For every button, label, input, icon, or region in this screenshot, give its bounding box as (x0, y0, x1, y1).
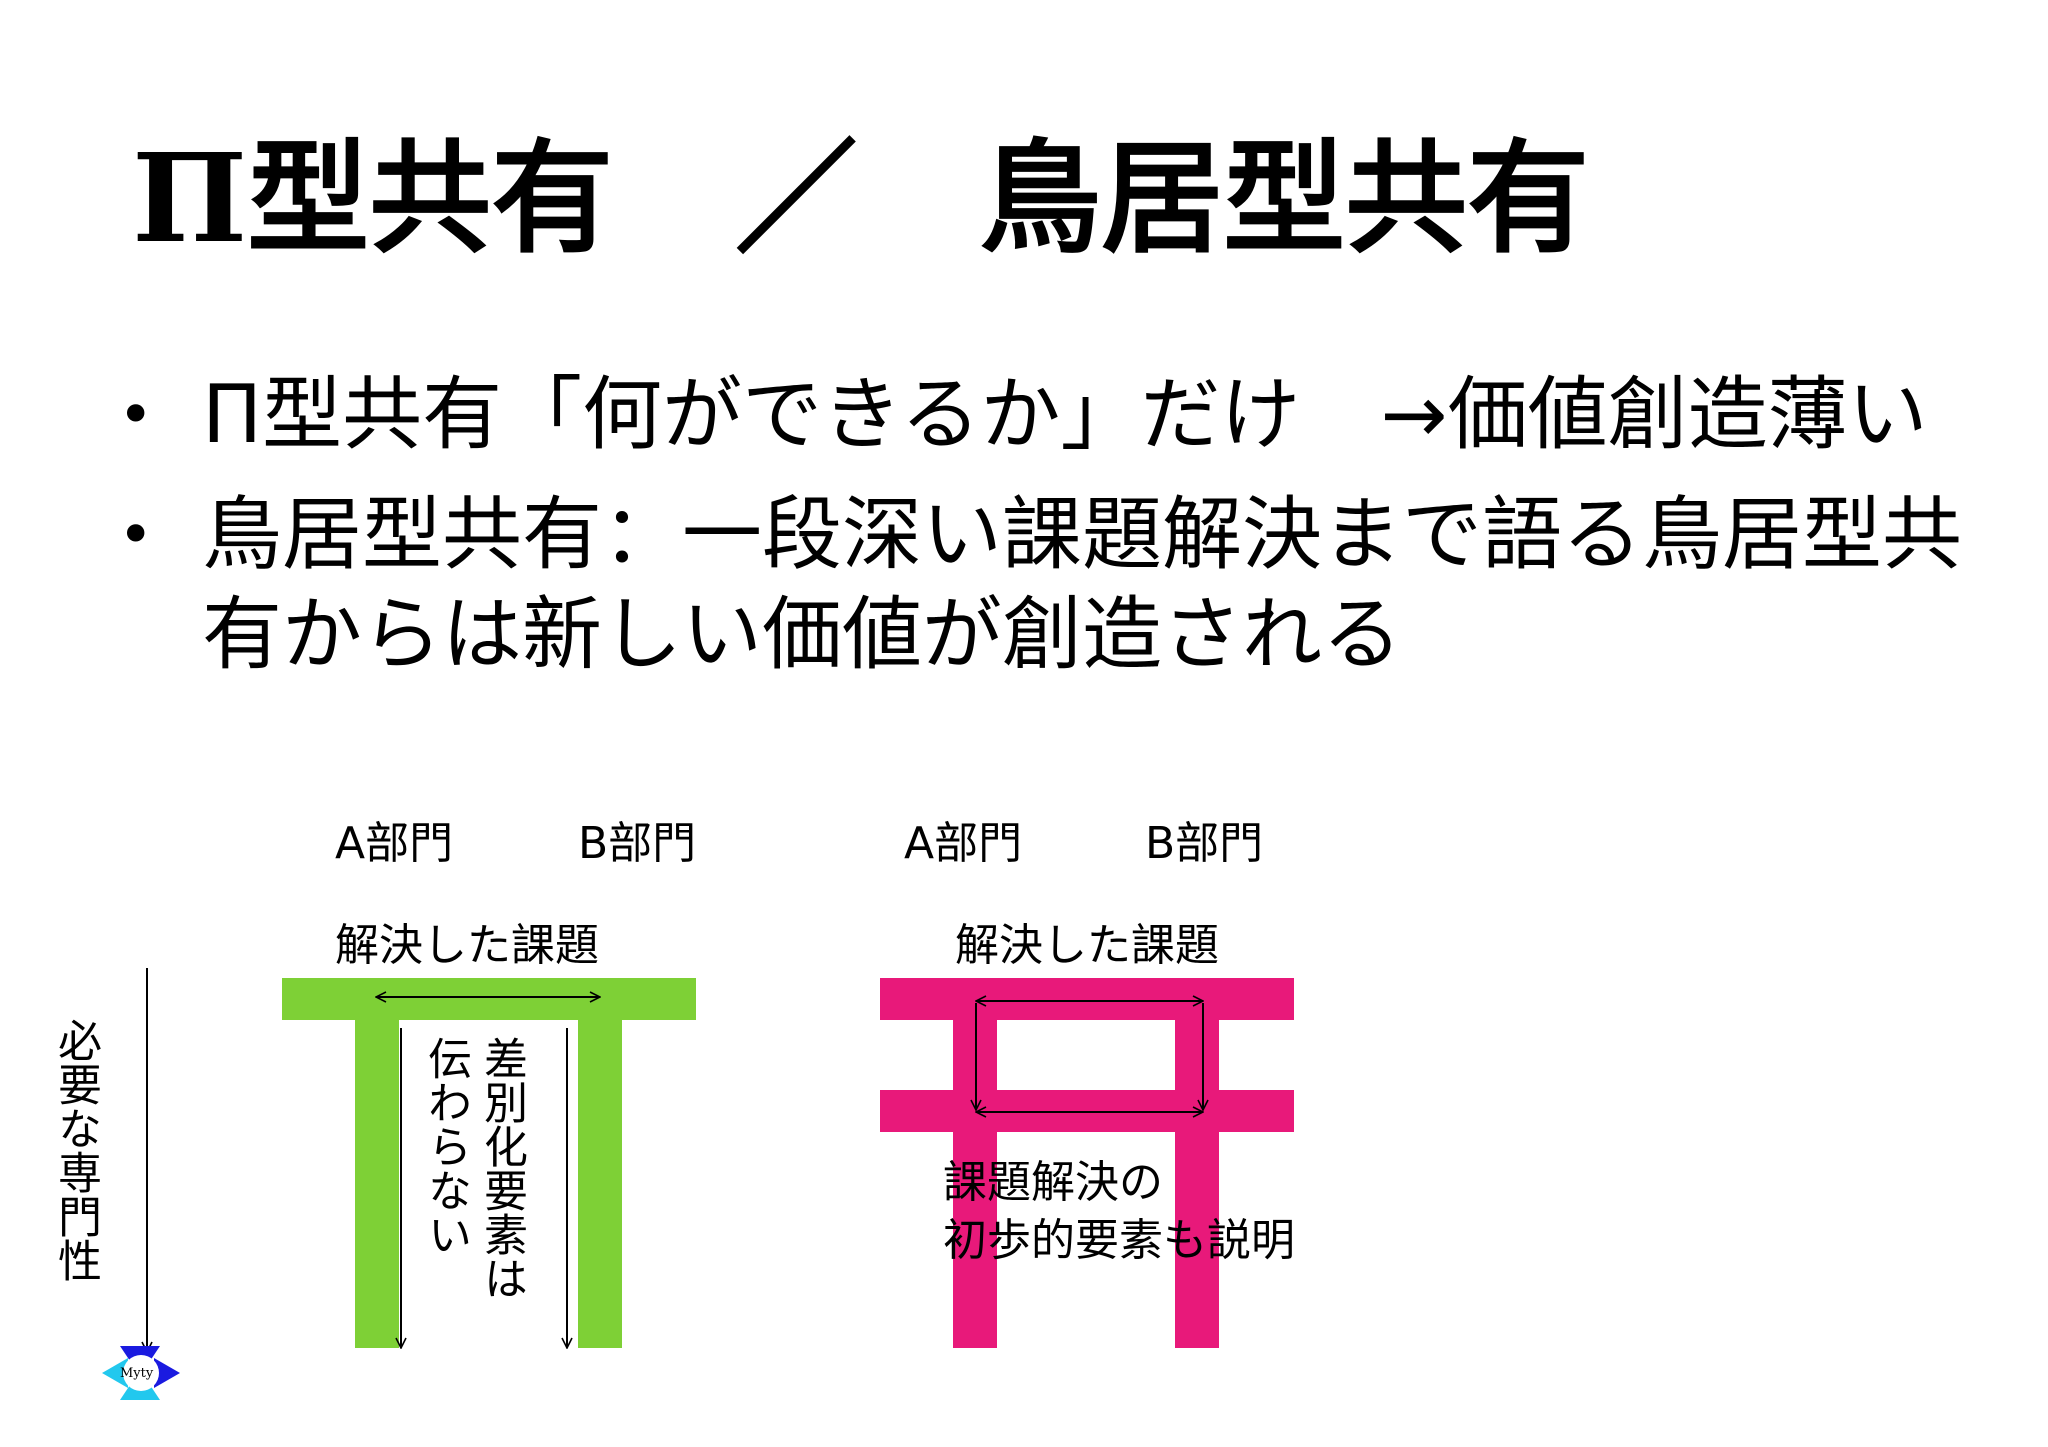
bullet-text-torii: 鳥居型共有：一段深い課題解決まで語る鳥居型共有からは新しい価値が創造される (202, 488, 1962, 681)
torii-right-pillar (1175, 1018, 1219, 1348)
bullet-item-pi: • Π型共有「何ができるか」だけ →価値創造薄い (118, 365, 1978, 465)
pi-dept-a-label: A部門 (335, 818, 454, 869)
torii-dept-b-label: B部門 (1145, 818, 1264, 869)
pi-dept-b-label: B部門 (578, 818, 697, 869)
torii-dept-a-label: A部門 (904, 818, 1023, 869)
torii-solved-label: 解決した課題 (955, 920, 1219, 971)
pi-top-bar (282, 978, 696, 1020)
torii-note-line-2: 初歩的要素も説明 (943, 1215, 1295, 1266)
pi-solved-label: 解決した課題 (335, 920, 599, 971)
bullet-dot: • (118, 380, 154, 450)
pi-not-conveyed-text: 伝わらない (420, 1036, 471, 1256)
slide-title: Π型共有 ／ 鳥居型共有 (132, 126, 1590, 270)
bullet-list: • Π型共有「何ができるか」だけ →価値創造薄い • 鳥居型共有：一段深い課題解… (118, 365, 1978, 705)
logo-triangle-right (154, 1358, 180, 1388)
logo-triangle-left (102, 1358, 128, 1388)
expertise-axis-label: 必要な専門性 (50, 1018, 101, 1282)
pi-left-leg (355, 1018, 399, 1348)
pi-differentiator-text: 差別化要素は (476, 1036, 527, 1300)
torii-shape (880, 978, 1294, 1348)
bullet-item-torii: • 鳥居型共有：一段深い課題解決まで語る鳥居型共有からは新しい価値が創造される (118, 485, 1978, 685)
torii-note-line-1: 課題解決の (943, 1157, 1163, 1208)
torii-top-bar (880, 978, 1294, 1020)
pi-right-leg (578, 1018, 622, 1348)
logo-center (123, 1355, 159, 1391)
logo-text: Myty (120, 1366, 154, 1381)
myty-logo (102, 1346, 180, 1400)
bullet-dot: • (118, 500, 154, 570)
bullet-text-pi: Π型共有「何ができるか」だけ →価値創造薄い (202, 368, 1928, 461)
